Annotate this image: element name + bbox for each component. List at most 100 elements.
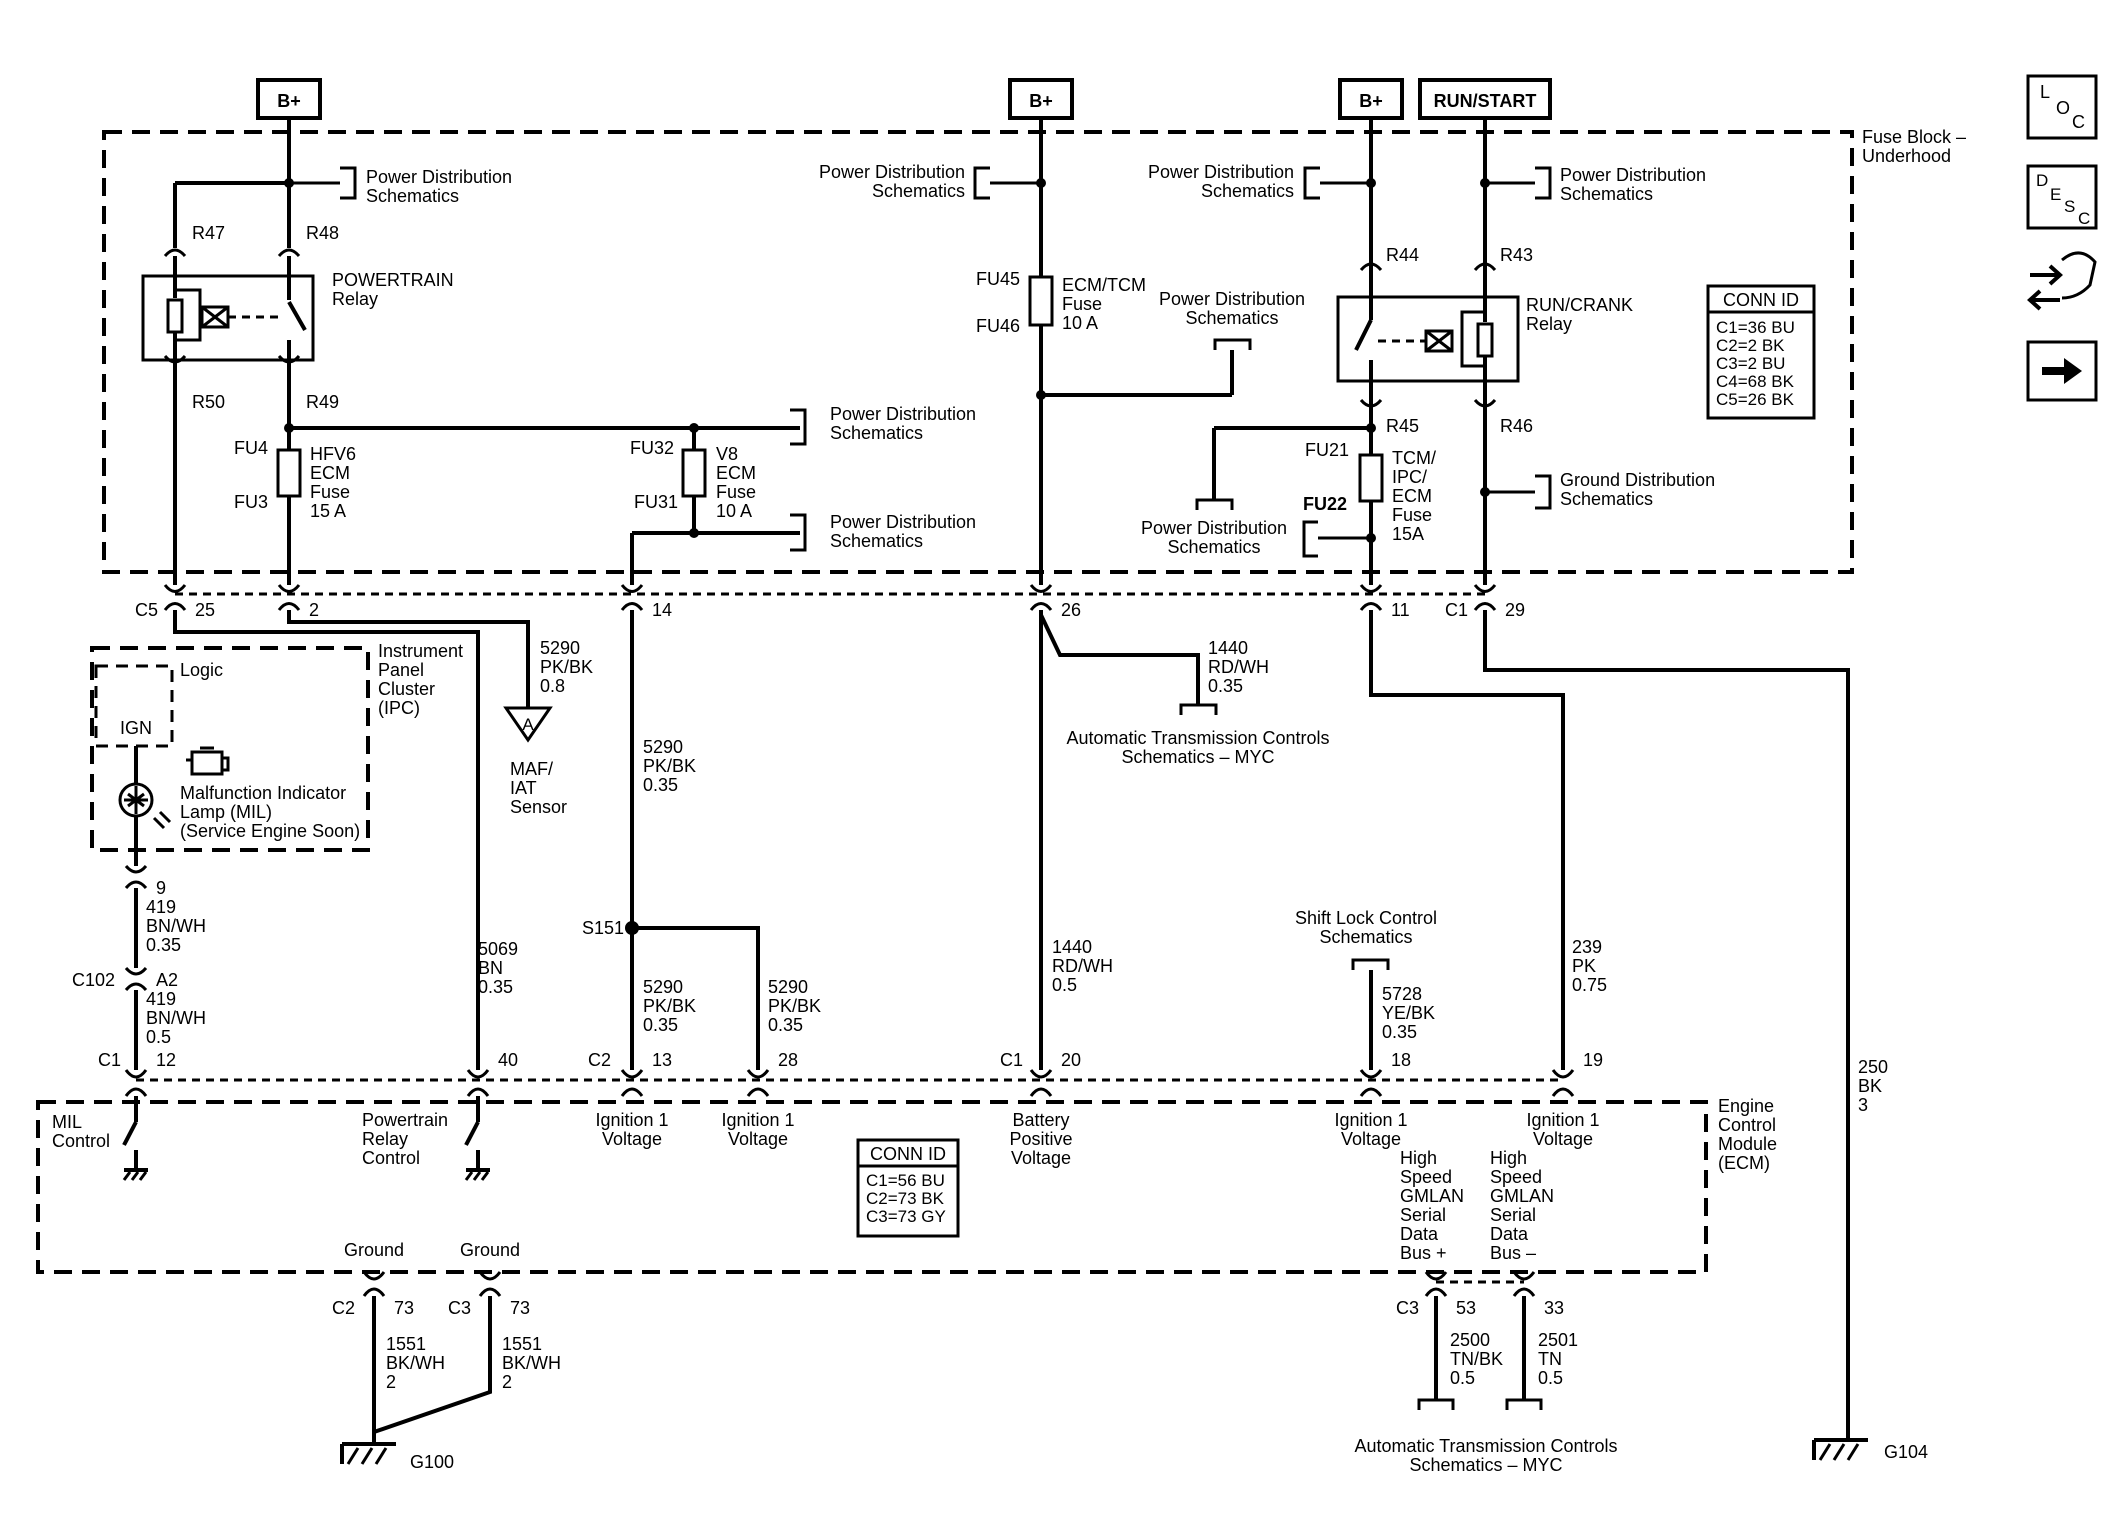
svg-text:0.35: 0.35 (1208, 676, 1243, 696)
pd-ref-label: Power Distribution (1148, 162, 1294, 182)
power-source-b-plus-3: B+ (1338, 78, 1404, 120)
svg-text:High: High (1400, 1148, 1437, 1168)
svg-text:Ignition 1: Ignition 1 (1526, 1110, 1599, 1130)
svg-text:S: S (2064, 197, 2075, 216)
mil-label: (Service Engine Soon) (180, 821, 360, 841)
shift-lock-ref-label: Shift Lock Control (1295, 908, 1437, 928)
svg-text:Speed: Speed (1400, 1167, 1452, 1187)
ipc-logic-box (94, 664, 174, 748)
svg-text:419: 419 (146, 989, 176, 1009)
pd-ref-label: Power Distribution (1159, 289, 1305, 309)
ground-symbol-g100 (340, 1432, 396, 1465)
svg-text:28: 28 (778, 1050, 798, 1070)
svg-text:Voltage: Voltage (728, 1129, 788, 1149)
svg-text:Ground: Ground (344, 1240, 404, 1260)
pd-ref-label: Schematics (366, 186, 459, 206)
svg-text:TCM/: TCM/ (1392, 448, 1436, 468)
svg-text:C5: C5 (135, 600, 158, 620)
svg-text:Control: Control (362, 1148, 420, 1168)
svg-text:53: 53 (1456, 1298, 1476, 1318)
svg-text:10 A: 10 A (1062, 313, 1098, 333)
svg-text:Fuse: Fuse (716, 482, 756, 502)
fuse-block-label: Fuse Block – (1862, 127, 1966, 147)
svg-text:Voltage: Voltage (1011, 1148, 1071, 1168)
svg-text:PK/BK: PK/BK (768, 996, 821, 1016)
svg-text:Ground: Ground (460, 1240, 520, 1260)
svg-text:0.35: 0.35 (768, 1015, 803, 1035)
pd-ref-label: Power Distribution (819, 162, 965, 182)
power-source-b-plus-2: B+ (1008, 78, 1074, 120)
svg-text:High: High (1490, 1148, 1527, 1168)
gmlan-connectors (1417, 1271, 1543, 1410)
mil-control-switch (122, 1096, 148, 1181)
svg-text:Ignition 1: Ignition 1 (595, 1110, 668, 1130)
svg-text:C2: C2 (588, 1050, 611, 1070)
svg-text:1440: 1440 (1052, 937, 1092, 957)
svg-text:12: 12 (156, 1050, 176, 1070)
run-crank-relay-label: RUN/CRANK (1526, 295, 1633, 315)
svg-text:Bus +: Bus + (1400, 1243, 1447, 1263)
mil-label: Lamp (MIL) (180, 802, 272, 822)
svg-text:A2: A2 (156, 970, 178, 990)
run-start-label: RUN/START (1434, 91, 1537, 111)
svg-text:5290: 5290 (643, 737, 683, 757)
svg-text:L: L (2040, 82, 2050, 102)
b-plus-label: B+ (1029, 91, 1053, 111)
maf-connector-marker (503, 706, 553, 743)
svg-text:Serial: Serial (1490, 1205, 1536, 1225)
svg-text:Positive: Positive (1009, 1129, 1072, 1149)
fuse-v8 (630, 428, 807, 585)
svg-text:0.5: 0.5 (1538, 1368, 1563, 1388)
arrow-right-icon[interactable] (2026, 340, 2098, 402)
maf-iat-sensor-label: MAF/ (510, 759, 553, 779)
svg-text:18: 18 (1391, 1050, 1411, 1070)
svg-text:E: E (2050, 185, 2061, 204)
svg-text:0.5: 0.5 (146, 1027, 171, 1047)
svg-text:1551: 1551 (502, 1334, 542, 1354)
svg-text:BN: BN (478, 958, 503, 978)
gd-ref-label: Ground Distribution (1560, 470, 1715, 490)
svg-text:ECM: ECM (310, 463, 350, 483)
svg-text:15A: 15A (1392, 524, 1424, 544)
svg-text:ECM/TCM: ECM/TCM (1062, 275, 1146, 295)
relay-pin-r43: R43 (1500, 245, 1533, 265)
pd-ref-label: Schematics (1167, 537, 1260, 557)
svg-text:BK/WH: BK/WH (502, 1353, 561, 1373)
fuse-block-label: Underhood (1862, 146, 1951, 166)
atc-ref-label: Schematics – MYC (1121, 747, 1274, 767)
svg-text:HFV6: HFV6 (310, 444, 356, 464)
svg-text:C5=26 BK: C5=26 BK (1716, 390, 1795, 409)
connector-icon[interactable] (2027, 251, 2097, 311)
fuse-pin: FU32 (630, 438, 674, 458)
svg-text:C1: C1 (1445, 600, 1468, 620)
pd-ref-label: Schematics (830, 531, 923, 551)
relay-pin-r50: R50 (192, 392, 225, 412)
svg-text:Voltage: Voltage (1533, 1129, 1593, 1149)
desc-icon[interactable]: D E S C (2026, 164, 2098, 230)
maf-iat-sensor-label: IAT (510, 778, 537, 798)
ipc-label: Instrument (378, 641, 463, 661)
svg-text:33: 33 (1544, 1298, 1564, 1318)
svg-text:Ignition 1: Ignition 1 (721, 1110, 794, 1130)
svg-text:C1: C1 (1000, 1050, 1023, 1070)
svg-text:RD/WH: RD/WH (1208, 657, 1269, 677)
relay-pin-r48: R48 (306, 223, 339, 243)
svg-text:1440: 1440 (1208, 638, 1248, 658)
loc-icon[interactable]: L O C (2026, 74, 2098, 140)
svg-text:C: C (2072, 112, 2085, 132)
shift-lock-ref-label: Schematics (1319, 927, 1412, 947)
wire-239 (1369, 610, 1565, 1070)
svg-text:0.5: 0.5 (1052, 975, 1077, 995)
fuse-pin: FU46 (976, 316, 1020, 336)
svg-text:BN/WH: BN/WH (146, 916, 206, 936)
ipc-label: Cluster (378, 679, 435, 699)
svg-text:Fuse: Fuse (1392, 505, 1432, 525)
svg-text:Voltage: Voltage (602, 1129, 662, 1149)
relay-pin-r44: R44 (1386, 245, 1419, 265)
ground-label-g100: G100 (410, 1452, 454, 1472)
svg-text:5290: 5290 (768, 977, 808, 997)
svg-text:Fuse: Fuse (1062, 294, 1102, 314)
svg-text:0.5: 0.5 (1450, 1368, 1475, 1388)
fuse-block-connector-pins (163, 584, 1497, 611)
run-crank-relay-circuit (1303, 118, 1552, 410)
